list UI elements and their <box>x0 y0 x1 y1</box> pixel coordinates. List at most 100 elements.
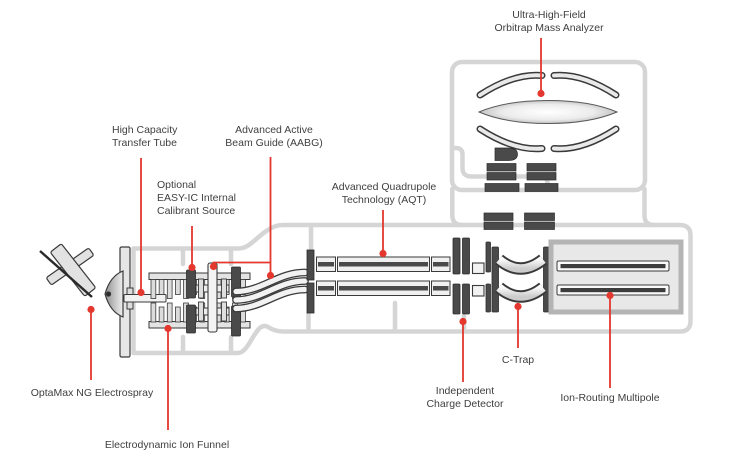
bent-flatapole <box>232 268 309 313</box>
label-c-trap: C-Trap <box>502 354 534 367</box>
outer-electrode <box>478 127 544 151</box>
funnel-electrode <box>150 302 157 323</box>
lens-bar <box>486 172 517 181</box>
icd-electrode-thin <box>485 283 491 313</box>
label-line: Independent <box>435 385 495 397</box>
label-line: EASY-IC Internal <box>157 192 236 204</box>
leader-dot-orbitrap <box>537 89 545 98</box>
quad-entrance-lens-upper <box>306 249 315 281</box>
rod-stripe <box>318 262 334 267</box>
quad-rod-upper <box>316 256 451 272</box>
label-line: Orbitrap Mass Analyzer <box>494 22 604 34</box>
label-line: OptaMax NG Electrospray <box>30 387 154 399</box>
icd-electrode <box>452 237 461 275</box>
housing-box-left-connector <box>450 186 465 228</box>
label-electrospray: OptaMax NG Electrospray <box>31 387 154 400</box>
calibrant-source-electrode-lower <box>186 304 196 334</box>
orbitrap-transfer-optics <box>483 147 559 230</box>
funnel-electrode <box>158 306 165 323</box>
label-line: Advanced Active <box>235 124 313 136</box>
bent-rod <box>233 278 308 303</box>
housing-main-chamber <box>131 222 693 356</box>
icd-electrode <box>452 283 461 315</box>
icd-electrode <box>462 237 470 275</box>
quad-entrance-lens-lower <box>306 282 315 314</box>
leader-dot-calibrant-source <box>188 263 196 272</box>
lens-bar <box>526 163 557 172</box>
label-line: Technology (AQT) <box>341 194 427 206</box>
lens-pin <box>198 278 204 299</box>
hcd-cell-box <box>548 239 684 315</box>
rod-stripe <box>339 262 428 267</box>
outer-electrode <box>552 73 618 97</box>
outer-electrode <box>552 127 618 151</box>
exit-lens-aperture-upper <box>471 262 485 275</box>
independent-charge-detector <box>452 237 491 315</box>
z-lens-bar <box>483 212 514 221</box>
funnel-electrode <box>166 279 173 299</box>
label-line: Optional <box>157 179 197 191</box>
leader-dot-c-trap <box>514 302 522 311</box>
lens-bar <box>526 172 557 181</box>
label-line: High Capacity <box>112 124 178 136</box>
inlet-orifice <box>105 291 112 297</box>
funnel-electrode <box>166 302 173 323</box>
lens-bar-wide <box>484 183 520 192</box>
c-trap-end-cap-left <box>491 246 499 313</box>
housing-partition-stubs <box>180 224 467 355</box>
icd-electrode <box>462 283 470 315</box>
label-calibrant-source: Optional EASY-IC Internal Calibrant Sour… <box>157 179 236 218</box>
label-quadrupole: Advanced Quadrupole Technology (AQT) <box>332 181 437 207</box>
icd-electrode-thin <box>485 241 491 273</box>
outer-electrode <box>478 73 544 97</box>
funnel-electrode <box>175 306 181 323</box>
leader-dot-beam-guide-branch <box>209 262 218 271</box>
central-spindle-electrode <box>477 99 619 125</box>
label-line: Electrodynamic Ion Funnel <box>104 439 230 451</box>
label-orbitrap-analyzer: Ultra-High-Field Orbitrap Mass Analyzer <box>494 9 603 35</box>
inlet-cone <box>104 270 124 318</box>
rod-stripe <box>433 286 449 291</box>
lens-pin <box>221 301 227 322</box>
lens-bar-wide <box>524 183 559 192</box>
leader-lines <box>87 38 614 430</box>
label-line: C-Trap <box>501 354 535 366</box>
label-line: Ion-Routing Multipole <box>560 392 660 404</box>
label-transfer-tube: High Capacity Transfer Tube <box>112 124 177 150</box>
calibrant-source-electrode-upper <box>186 269 196 299</box>
z-lens-bar <box>524 212 555 221</box>
label-line: Calibrant Source <box>157 205 236 217</box>
leader-dot-beam-guide <box>266 271 275 280</box>
lens-pin <box>221 278 227 299</box>
rod-stripe <box>433 262 449 267</box>
multipole-rod-stripe <box>560 288 666 293</box>
funnel-electrode <box>150 279 157 299</box>
quadrupole-mass-filter <box>306 249 451 314</box>
bent-rod <box>233 269 308 295</box>
probe-capillary <box>39 250 93 298</box>
z-lens-bar <box>524 221 555 230</box>
label-ion-routing: Ion-Routing Multipole <box>560 392 659 405</box>
z-lens-bar <box>483 221 514 230</box>
ion-routing-multipole <box>548 239 684 315</box>
label-charge-detector: Independent Charge Detector <box>426 385 503 411</box>
rod-stripe <box>339 286 428 291</box>
leader-dot-ion-funnel <box>164 324 172 333</box>
leader-dot-quadrupole <box>379 249 387 258</box>
leader-dot-ion-routing <box>606 291 614 300</box>
bent-rod <box>233 286 308 312</box>
label-ion-funnel: Electrodynamic Ion Funnel <box>105 439 229 452</box>
funnel-electrode <box>175 279 181 295</box>
quad-rod-lower <box>316 280 451 296</box>
label-line: Transfer Tube <box>112 137 177 149</box>
injection-flatapole-plate <box>207 262 218 333</box>
orbitrap-analyzer <box>476 71 620 230</box>
transfer-tube-capillary <box>123 294 167 303</box>
lens-bar <box>486 163 517 172</box>
label-line: Advanced Quadrupole <box>331 181 437 193</box>
label-line: Ultra-High-Field <box>512 9 586 21</box>
c-trap-electrode-upper <box>496 256 546 273</box>
exit-lens-aperture-lower <box>471 284 485 297</box>
housing-box-right-connector <box>642 186 657 228</box>
